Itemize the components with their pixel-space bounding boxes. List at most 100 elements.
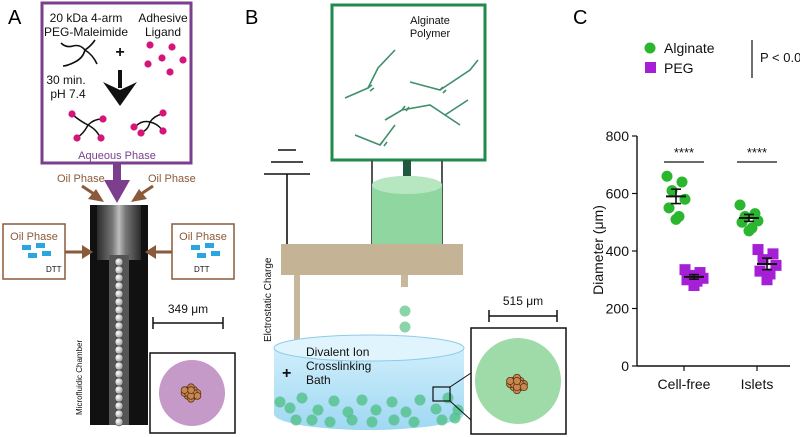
zoom-region [432,386,451,402]
bath-microcapsule [328,395,340,407]
data-point [679,264,691,276]
panel-c-letter: C [573,7,587,29]
ground-icon [264,149,310,244]
oil-phase-top-right: Oil Phase [148,173,196,185]
x-tick-label: Cell-free [658,376,711,392]
microgel-bead [114,297,124,307]
oil-arrow-left-icon [88,189,104,202]
reaction-box [40,1,193,165]
microgel-bead [114,289,124,299]
bath-microcapsule [366,416,378,428]
bath-microcapsule [346,414,358,426]
reaction-ph: pH 7.4 [50,87,86,101]
data-point [743,225,755,237]
microgel-bead [114,361,124,371]
islet-cell [187,386,195,394]
bath-label-line2: Crosslinking [306,359,371,373]
oil-box-right-arrow-icon [145,245,156,259]
data-point [764,268,776,280]
y-tick-label: 600 [606,186,630,202]
pvalue-label: P < 0.0001 [760,50,800,65]
microgel-bead [114,265,124,275]
bath-microcapsule [408,416,420,428]
oil-box-right [171,223,235,280]
data-point [661,170,673,182]
bath-microcapsule [436,414,448,426]
islet-cluster-a-icon [180,383,202,403]
y-tick-label: 200 [606,301,630,317]
alginate-box [330,3,487,162]
ligand-dots-icon [144,41,187,76]
microgel-bead [114,401,124,411]
significance-label: **** [674,145,694,160]
bath-microcapsule [290,414,302,426]
y-tick-label: 0 [621,358,629,374]
legend-peg-marker [645,62,656,73]
x-tick-label: Islets [741,376,774,392]
microgel-bead [114,409,124,419]
data-point [697,272,709,284]
bath-microcapsule [442,392,454,404]
microgel-bead [114,321,124,331]
data-point [681,274,693,286]
electrode-rod [294,275,300,383]
aqueous-arrow-shaft [113,164,121,182]
bath-microcapsule [284,402,296,414]
legend-peg-label: PEG [664,60,694,76]
islet-cell [506,376,515,385]
data-point [767,248,779,260]
panel-a-letter: A [8,7,22,29]
panel-b: B Alginate Polymer [245,3,567,435]
oil-box-left [2,223,66,280]
electrostatic-label: Elctrostatic Charge [263,257,274,342]
data-point [663,202,675,214]
bath-microcapsule [370,404,382,416]
y-tick-label: 400 [606,243,630,259]
bath-label-line1: Divalent Ion [306,345,369,359]
microgel-bead [114,353,124,363]
reaction-arrow-icon [103,82,137,106]
bath-microcapsule [306,414,318,426]
bath-microcapsule [274,396,286,408]
oil-box-left-label: Oil Phase [10,231,58,243]
data-point [736,216,748,228]
data-point [676,176,688,188]
dtt-label-right: DTT [194,265,210,274]
electrode-plus: + [282,365,291,382]
microfluidic-chamber-label: Microfluidic Chamber [75,340,84,415]
data-point [688,280,700,291]
islet-cell [193,392,202,400]
scale-label-b: 515 μm [503,294,543,308]
microgel-bead [114,337,124,347]
islet-cell [513,376,522,385]
y-axis-label: Diameter (μm) [590,205,606,295]
alginate-label-line2: Polymer [410,28,451,40]
bath-microcapsule [296,392,308,404]
bath-microcapsule [312,404,324,416]
islet-cluster-b-icon [506,373,528,395]
legend-alginate-marker [644,42,656,54]
dtt-molecules-left-icon [22,243,51,258]
peg-label-line2: PEG-Maleimide [44,25,128,39]
ligand-label-line1: Adhesive [138,11,188,25]
zoom-lines [449,372,472,421]
conjugated-ligand-dots [68,109,167,142]
aqueous-arrow-icon [104,180,130,203]
extrusion-arrow-shaft [403,160,411,190]
microgel-bead [114,385,124,395]
panel-a: A 20 kDa 4-arm PEG-Maleimide Adhesive Li… [2,1,236,434]
legend-alginate-label: Alginate [664,40,715,56]
microgel-bead [114,257,124,267]
significance-label: **** [747,145,767,160]
microgel-beads [114,257,124,427]
bath-microcapsule [356,394,368,406]
scale-bar-a [152,317,224,329]
bath-microcapsule [449,412,461,424]
bath-microcapsule [388,414,400,426]
islet-cell [519,383,528,392]
microgel-bead [114,313,124,323]
reaction-time: 30 min. [46,73,85,87]
bath-microcapsule [430,403,442,415]
bath-microcapsule [414,394,426,406]
